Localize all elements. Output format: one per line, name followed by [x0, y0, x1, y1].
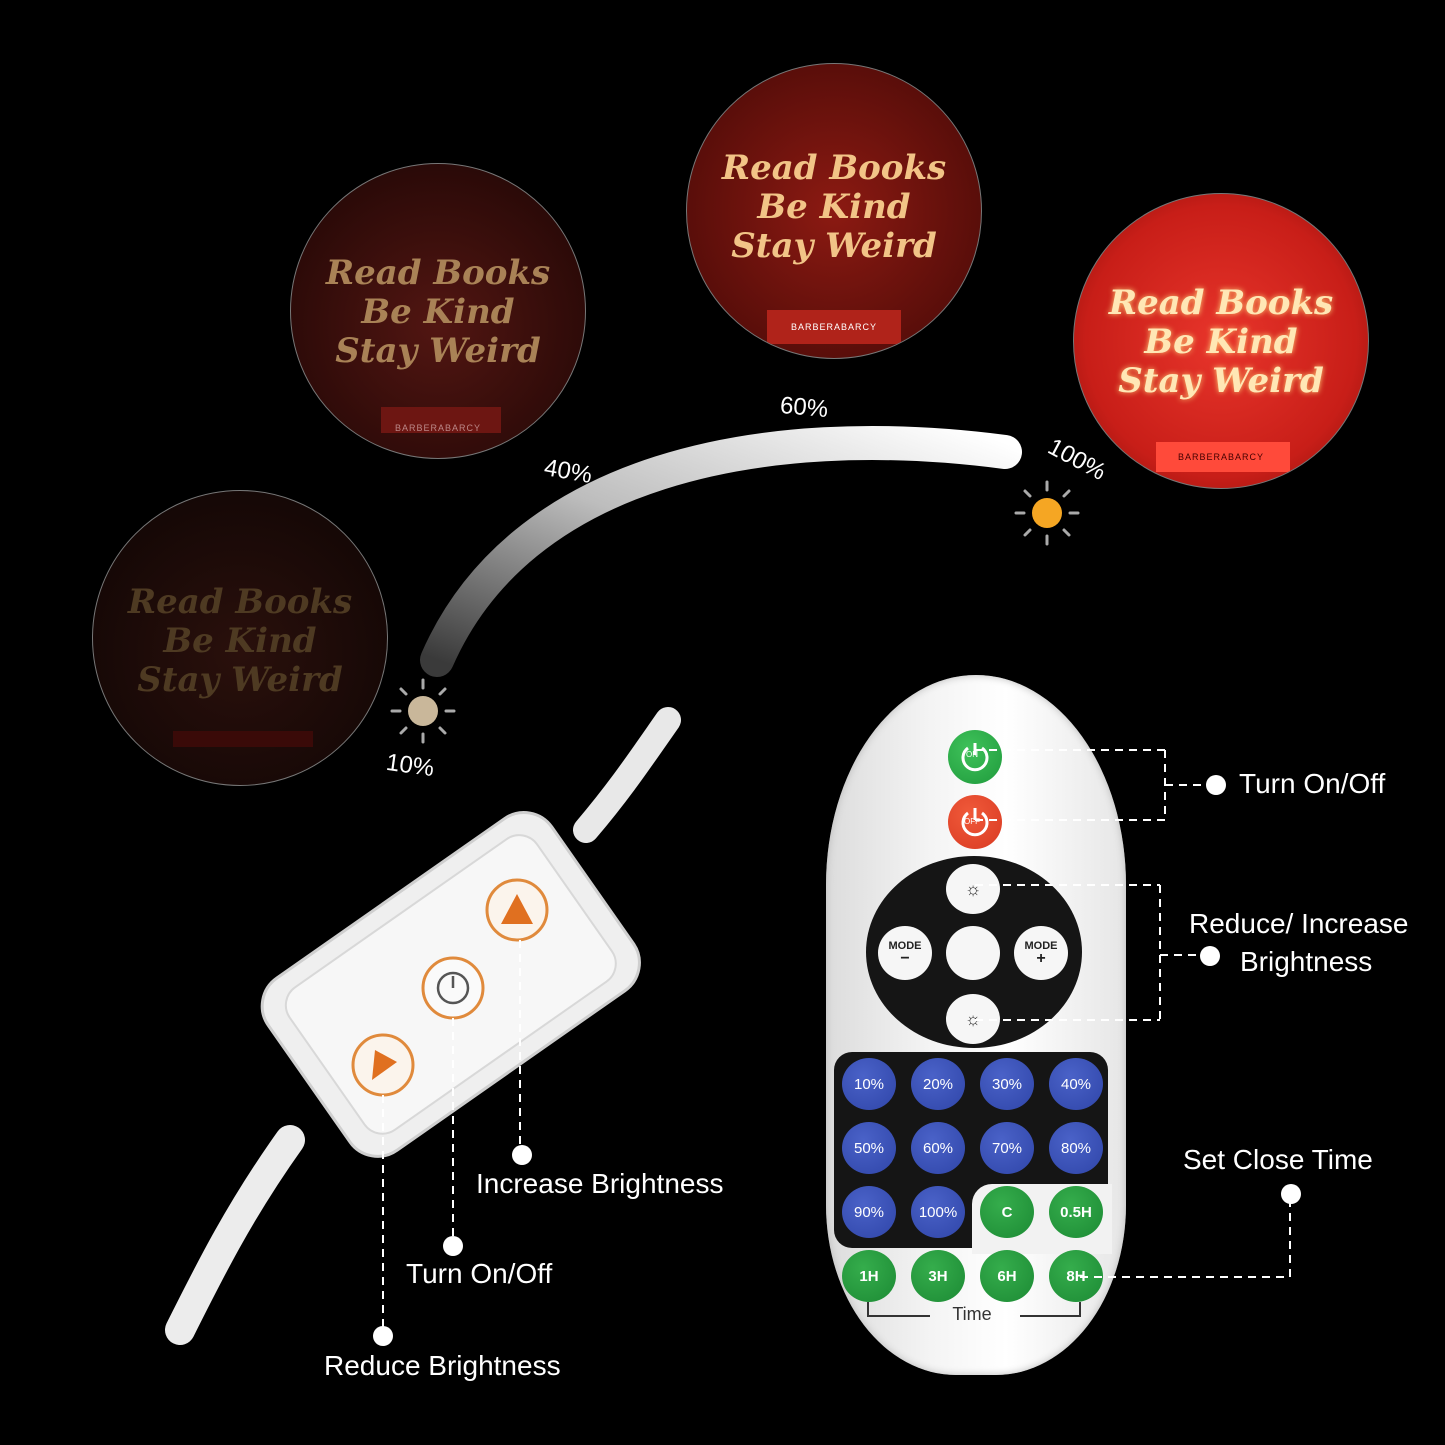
remote-80-percent-button[interactable]: 80%: [1049, 1122, 1103, 1174]
button-label: 60%: [922, 1139, 954, 1157]
remote-30-percent-button[interactable]: 30%: [980, 1058, 1034, 1110]
remote-center-button[interactable]: [946, 926, 1000, 980]
neon-sign-60-percent: Read Books Be Kind Stay Weird BARBERABAR…: [686, 63, 982, 359]
sign-line-2: Be Kind: [757, 187, 911, 228]
remote-20-percent-button[interactable]: 20%: [911, 1058, 965, 1110]
remote-6h-button[interactable]: 6H: [980, 1250, 1034, 1302]
callout-set-close-time: Set Close Time: [1183, 1144, 1373, 1175]
button-label: 20%: [922, 1075, 954, 1093]
callout-brightness-line2: Brightness: [1240, 946, 1373, 977]
remote-60-percent-button[interactable]: 60%: [911, 1122, 965, 1174]
controller-power-button: [421, 956, 485, 1020]
sign-line-2: Be Kind: [361, 292, 515, 333]
sign-line-1: Read Books: [325, 253, 551, 293]
bright-sun-icon: [1014, 480, 1080, 546]
callout-brightness-line1: Reduce/ Increase: [1189, 908, 1409, 939]
remote-brightness-up-button[interactable]: ☼: [946, 864, 1000, 914]
sign-line-3: Stay Weird: [1118, 361, 1324, 402]
sign-line-2: Be Kind: [163, 621, 317, 662]
button-label: C: [1001, 1203, 1013, 1221]
sign-base: [1156, 442, 1290, 472]
remote-0-5h-button[interactable]: 0.5H: [1049, 1186, 1103, 1238]
cable-top: [573, 707, 681, 843]
button-label: 6H: [997, 1267, 1017, 1285]
remote-3h-button[interactable]: 3H: [911, 1250, 965, 1302]
button-label: 30%: [991, 1075, 1023, 1093]
neon-sign-40-percent: Read Books Be Kind Stay Weird BARBERABAR…: [290, 163, 586, 459]
remote-off-button[interactable]: OFF: [948, 795, 1002, 849]
power-off-icon: [961, 808, 989, 837]
remote-70-percent-button[interactable]: 70%: [980, 1122, 1034, 1174]
remote-100-percent-button[interactable]: 100%: [911, 1186, 965, 1238]
remote-10-percent-button[interactable]: 10%: [842, 1058, 896, 1110]
time-label: Time: [952, 1304, 992, 1324]
button-label: 10%: [853, 1075, 885, 1093]
callout-controller-turn-on-off: Turn On/Off: [406, 1258, 553, 1289]
button-label: 70%: [991, 1139, 1023, 1157]
neon-sign-100-percent: Read Books Be Kind Stay Weird BARBERABAR…: [1073, 193, 1369, 489]
cable-bottom: [165, 1125, 305, 1345]
button-label: 40%: [1060, 1075, 1092, 1093]
off-text: OFF: [964, 817, 980, 826]
remote-1h-button[interactable]: 1H: [842, 1250, 896, 1302]
sign-line-1: Read Books: [721, 148, 947, 188]
brightness-up-icon: ☼: [964, 878, 982, 899]
sign-line-1: Read Books: [1108, 283, 1334, 323]
brightness-arc: [420, 426, 1022, 677]
sign-brand: BARBERABARCY: [394, 423, 482, 433]
plus-icon: +: [1036, 950, 1046, 967]
button-label: 90%: [853, 1203, 885, 1221]
brightness-down-icon: ☼: [964, 1008, 982, 1029]
button-label: 1H: [859, 1267, 879, 1285]
sign-line-3: Stay Weird: [731, 226, 937, 267]
callout-turn-on-off: Turn On/Off: [1239, 768, 1386, 799]
sign-line-3: Stay Weird: [335, 331, 541, 372]
dim-sun-icon: [390, 678, 456, 744]
remote-c-button[interactable]: C: [980, 1186, 1034, 1238]
mode-minus-label: MODE: [888, 940, 922, 952]
mode-plus-label: MODE: [1024, 940, 1058, 952]
time-bracket: [867, 1302, 1081, 1317]
sign-brand: BARBERABARCY: [790, 322, 878, 332]
sign-brand: BARBERABARCY: [1177, 452, 1265, 462]
sign-line-3: Stay Weird: [137, 660, 343, 701]
sign-base: [767, 310, 901, 344]
button-label: 8H: [1066, 1267, 1086, 1285]
controller-increase-button: [485, 878, 549, 942]
sign-line-1: Read Books: [127, 582, 353, 622]
neon-sign-10-percent: Read Books Be Kind Stay Weird: [92, 490, 388, 786]
button-label: 50%: [853, 1139, 885, 1157]
callout-reduce-brightness: Reduce Brightness: [324, 1350, 561, 1381]
remote-mode-plus-button[interactable]: MODE +: [1014, 926, 1068, 980]
remote-on-button[interactable]: ON: [948, 730, 1002, 784]
remote-50-percent-button[interactable]: 50%: [842, 1122, 896, 1174]
minus-icon: −: [900, 950, 910, 967]
button-label: 80%: [1060, 1139, 1092, 1157]
button-label: 100%: [918, 1203, 958, 1221]
sign-base: [173, 731, 313, 747]
remote-mode-minus-button[interactable]: MODE −: [878, 926, 932, 980]
callout-increase-brightness: Increase Brightness: [476, 1168, 724, 1199]
sign-line-2: Be Kind: [1144, 322, 1298, 363]
on-text: ON: [966, 750, 978, 759]
remote-40-percent-button[interactable]: 40%: [1049, 1058, 1103, 1110]
button-label: 3H: [928, 1267, 948, 1285]
remote-90-percent-button[interactable]: 90%: [842, 1186, 896, 1238]
button-label: 0.5H: [1060, 1203, 1092, 1221]
sign-base: [381, 407, 501, 433]
